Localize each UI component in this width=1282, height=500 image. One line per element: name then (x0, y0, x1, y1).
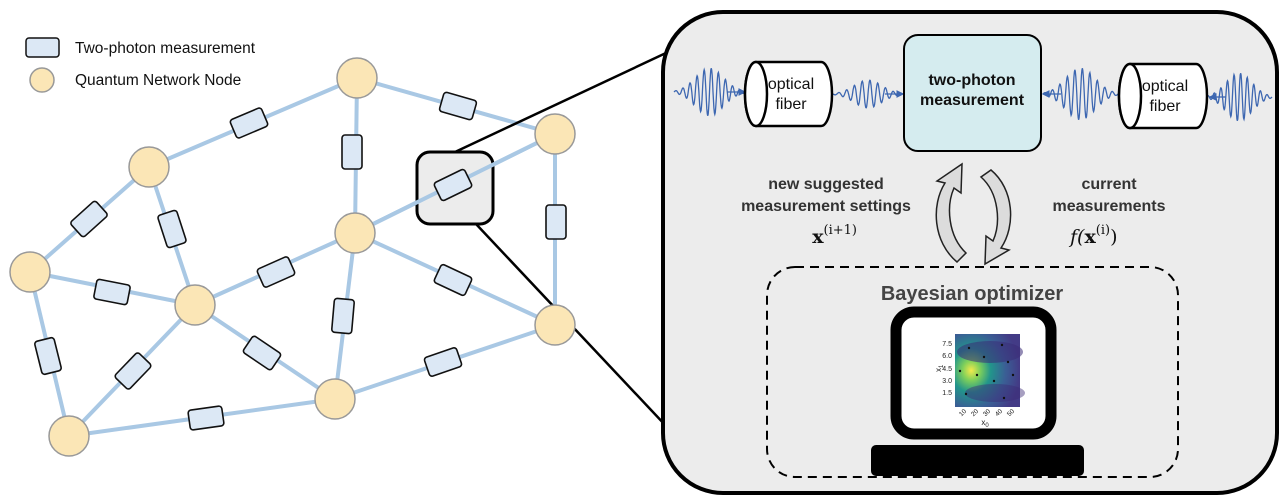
network-node (534, 113, 576, 155)
zoom-panel: optical fiber optical fiber two-photon m… (661, 10, 1279, 495)
sample-point (1002, 396, 1006, 400)
center-box-label-line1: two-photon (928, 72, 1015, 89)
zoom-connector-bottom (475, 223, 684, 445)
measurement-device (433, 263, 473, 297)
network-node (128, 146, 170, 188)
sample-point (975, 373, 979, 377)
feedback-arrow-up (935, 162, 968, 264)
left-fiber-end (743, 60, 769, 128)
measurement-device (187, 405, 225, 431)
suggested-settings-formula: x(i+1) (812, 223, 857, 248)
network-node (48, 415, 90, 457)
photon-wave-right-input (1205, 72, 1273, 122)
right-fiber-end (1117, 62, 1143, 130)
measurement-device (331, 297, 355, 335)
zoom-panel-background (661, 10, 1279, 495)
computer-keyboard-base (871, 445, 1084, 476)
legend-measurement-swatch (25, 37, 60, 58)
photon-waves (673, 67, 1273, 122)
measurement-device (114, 352, 152, 390)
measurement-device (34, 336, 62, 376)
plot-low-region (957, 341, 1023, 363)
sample-point (1011, 373, 1015, 377)
plot-x-axis-label: x0 (981, 418, 989, 429)
network-links (28, 76, 557, 438)
current-measurements-line2: measurements (1053, 198, 1166, 215)
photon-wave-right-fiber-out (1042, 68, 1119, 120)
plot-y-ticks: 7.5 6.0 4.5 3.0 1.5 (942, 341, 952, 397)
left-fiber-label-line1: optical (768, 76, 814, 93)
optimizer-title: Bayesian optimizer (881, 283, 1064, 305)
y-tick-label: 7.5 (942, 341, 952, 348)
two-photon-measurement-box (903, 34, 1042, 152)
legend-node-swatch (29, 67, 55, 93)
y-tick-label: 3.0 (942, 378, 952, 385)
current-measurements-formula: f(x(i)) (1068, 223, 1118, 248)
measurement-device (229, 107, 269, 139)
right-fiber-label-line1: optical (1142, 78, 1188, 95)
sample-point (967, 346, 971, 350)
y-tick-label: 1.5 (942, 390, 952, 397)
network-node (534, 304, 576, 346)
x-tick-label: 40 (994, 408, 1004, 418)
measurement-device (157, 209, 187, 249)
optimizer-plot: 7.5 6.0 4.5 3.0 1.5 x1 10 20 30 40 50 x0 (934, 334, 1025, 429)
legend-node-label: Quantum Network Node (75, 72, 241, 89)
network-node (334, 212, 376, 254)
measurement-device (341, 134, 363, 170)
network-nodes (9, 57, 576, 457)
plot-x-ticks: 10 20 30 40 50 (958, 408, 1016, 418)
sample-point (982, 355, 986, 359)
measurement-device (242, 335, 282, 371)
sample-point (964, 392, 968, 396)
x-tick-label: 10 (958, 408, 968, 418)
feedback-arrow-down (979, 169, 1012, 266)
x-tick-label: 20 (970, 408, 980, 418)
zoom-connector-top (454, 36, 699, 154)
network-node (9, 251, 51, 293)
sample-point (1000, 343, 1004, 347)
network-node (314, 378, 356, 420)
measurement-device (438, 91, 478, 121)
measurement-devices (34, 91, 567, 431)
left-optical-fiber: optical fiber (743, 60, 834, 128)
bayesian-optimizer-box (766, 266, 1179, 478)
photon-wave-left-input (673, 67, 746, 117)
legend-measurement-label: Two-photon measurement (75, 40, 256, 57)
measurement-device (433, 168, 473, 202)
suggested-settings-line2: measurement settings (741, 198, 911, 215)
sample-point (958, 369, 962, 373)
measurement-device (423, 347, 463, 377)
y-tick-label: 6.0 (942, 353, 952, 360)
network-node (174, 284, 216, 326)
center-box-label-line2: measurement (920, 92, 1025, 109)
x-tick-label: 30 (982, 408, 992, 418)
y-tick-label: 4.5 (942, 366, 952, 373)
measurement-device (93, 278, 131, 306)
network-node (336, 57, 378, 99)
plot-samples (958, 343, 1015, 400)
suggested-settings-line1: new suggested (768, 176, 884, 193)
sample-point (992, 379, 996, 383)
plot-low-region (965, 384, 1025, 402)
sample-point (1006, 360, 1010, 364)
measurement-device (70, 200, 108, 238)
current-measurements-line1: current (1081, 176, 1137, 193)
legend: Two-photon measurement Quantum Network N… (25, 37, 256, 93)
x-tick-label: 50 (1006, 408, 1016, 418)
right-optical-fiber: optical fiber (1117, 62, 1209, 130)
measurement-device (256, 256, 296, 288)
measurement-device (545, 204, 567, 240)
left-fiber-label-line2: fiber (775, 96, 807, 113)
network-graph (9, 36, 699, 457)
plot-y-axis-label: x1 (934, 364, 945, 372)
right-fiber-label-line2: fiber (1149, 98, 1181, 115)
